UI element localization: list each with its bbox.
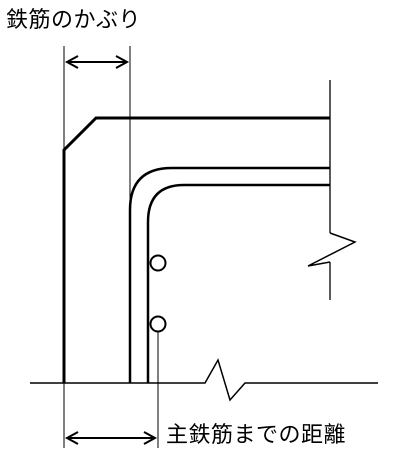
cover-label: 鉄筋のかぶり (6, 8, 142, 33)
cover-arrow-right (116, 56, 127, 68)
bottom-break-line (30, 360, 378, 400)
main-rebar-upper (151, 256, 166, 271)
distance-arrow-right (144, 432, 155, 444)
main-rebar-lower (151, 317, 166, 332)
stirrup-outer (130, 168, 330, 383)
distance-label: 主鉄筋までの距離 (166, 423, 347, 448)
concrete-outline (64, 118, 330, 383)
distance-arrow-left (67, 432, 78, 444)
cover-arrow-left (67, 56, 78, 68)
right-break-line (308, 233, 355, 266)
stirrup-inner (148, 185, 330, 383)
